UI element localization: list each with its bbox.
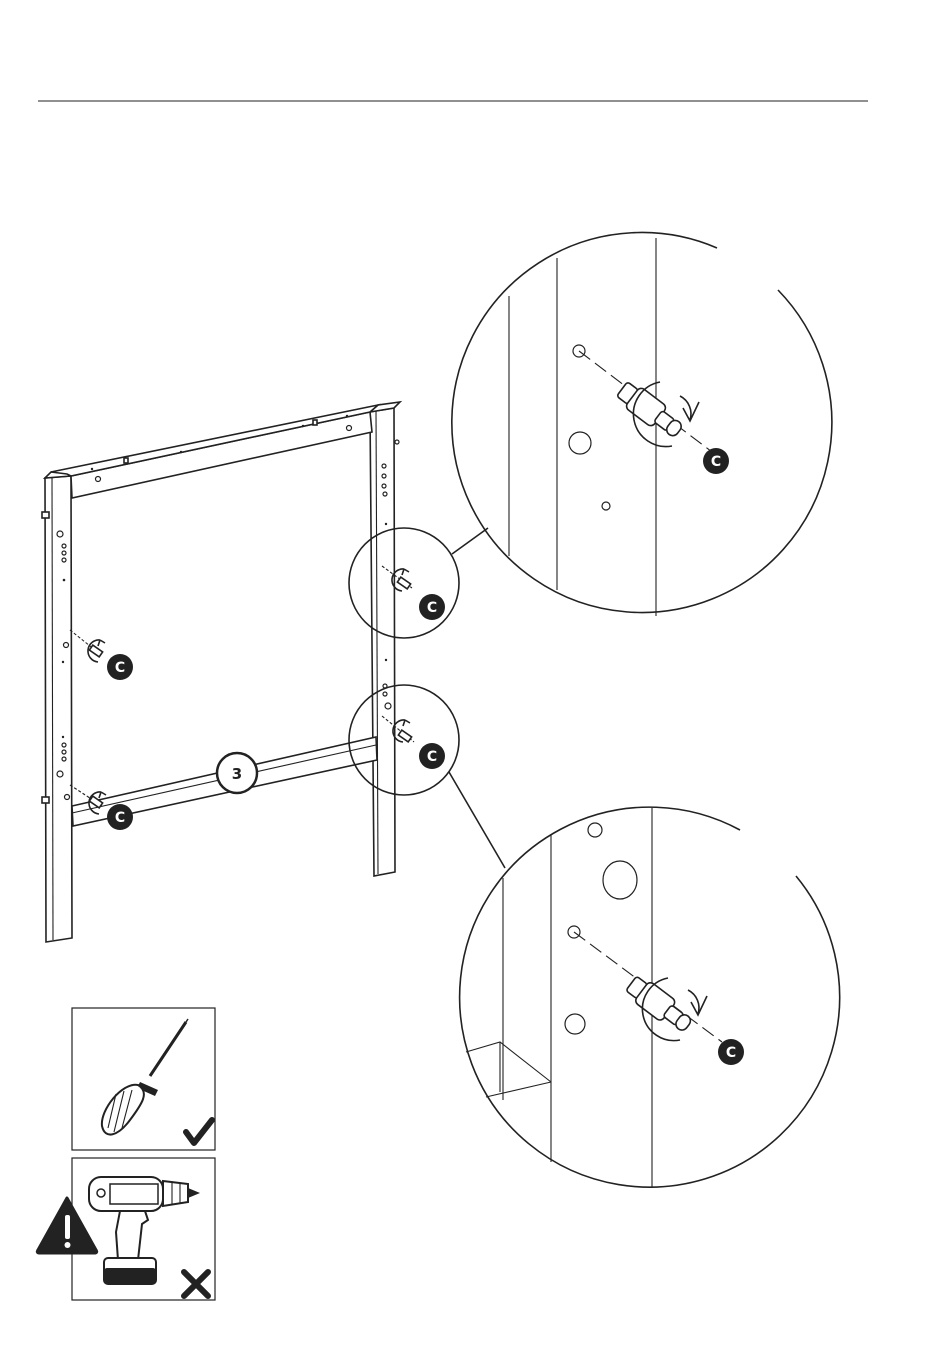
svg-text:C: C bbox=[115, 660, 125, 676]
callout-c-left-lower: C bbox=[107, 804, 133, 830]
svg-text:C: C bbox=[427, 600, 437, 616]
svg-text:C: C bbox=[427, 749, 437, 765]
fastener-marker-left-upper bbox=[70, 630, 105, 662]
svg-text:C: C bbox=[711, 454, 721, 470]
callout-c-right-upper: C bbox=[419, 594, 445, 620]
svg-text:3: 3 bbox=[232, 765, 242, 783]
callout-c-left-upper: C bbox=[107, 654, 133, 680]
svg-text:C: C bbox=[115, 810, 125, 826]
tool-panel-power-drill bbox=[72, 1158, 215, 1300]
zoom-detail-lower bbox=[460, 807, 840, 1188]
callout-c-zoom-upper: C bbox=[703, 448, 729, 474]
tool-panel-screwdriver bbox=[72, 1008, 215, 1150]
leader-line-upper bbox=[452, 528, 488, 554]
zoom-detail-upper bbox=[452, 232, 832, 616]
leader-line-lower bbox=[449, 772, 505, 868]
frame bbox=[42, 402, 400, 942]
callout-c-right-lower: C bbox=[419, 743, 445, 769]
part-number-badge: 3 bbox=[217, 753, 257, 793]
callout-c-zoom-lower: C bbox=[718, 1039, 744, 1065]
svg-text:C: C bbox=[726, 1045, 736, 1061]
